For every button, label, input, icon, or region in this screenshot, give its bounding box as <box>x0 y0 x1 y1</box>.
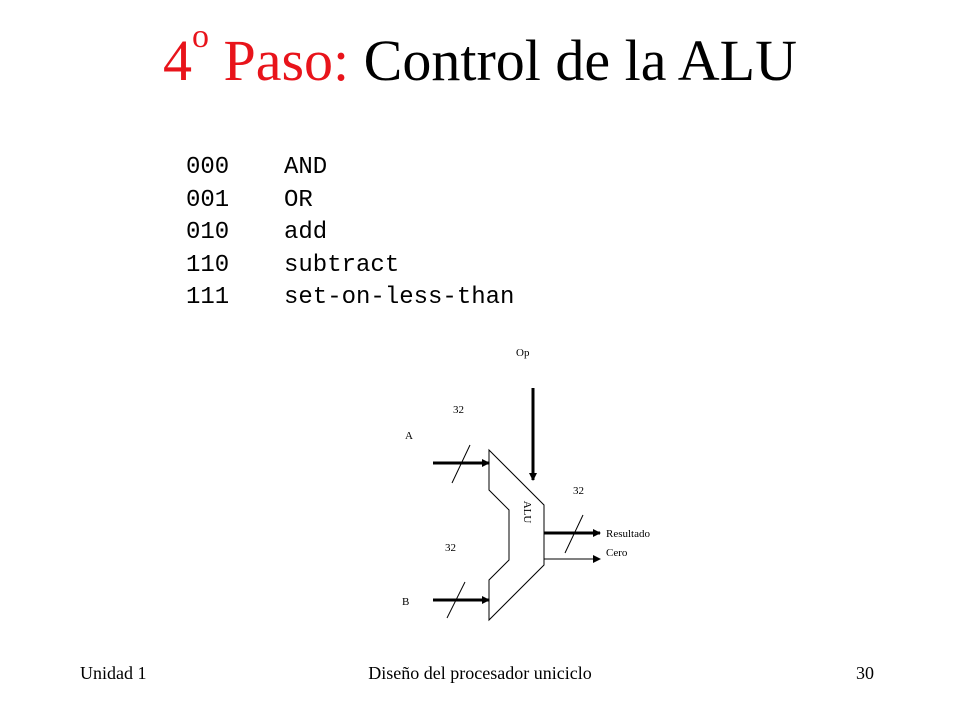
alu-block <box>488 448 545 622</box>
title-step-word: Paso: <box>223 28 350 93</box>
operation-name: AND <box>284 154 328 181</box>
operation-row: 010 add <box>186 217 514 250</box>
operation-code: 000 <box>186 154 230 181</box>
operation-name: OR <box>284 186 313 214</box>
footer-course-title: Diseño del procesador uniciclo <box>368 663 592 683</box>
input-b-label: B <box>402 596 409 608</box>
result-label: Resultado <box>606 528 650 540</box>
alu-label: ALU <box>521 501 533 524</box>
operation-row: 000 AND <box>186 152 514 185</box>
title-step-number: 4 <box>162 28 192 93</box>
operation-row: 110 subtract <box>186 250 514 283</box>
op-label: Op <box>516 347 530 359</box>
footer-page-number: 30 <box>856 663 874 683</box>
zero-label: Cero <box>606 547 628 559</box>
input-a-bus-slash <box>451 444 471 484</box>
operation-row: 111 set-on-less-than <box>186 282 514 315</box>
operation-code: 010 <box>186 219 230 246</box>
operation-code: 111 <box>186 284 230 311</box>
title-step: 4o Paso: <box>162 20 350 94</box>
output-width-label: 32 <box>573 485 584 497</box>
title-text: Control de la ALU <box>363 28 798 93</box>
operation-row: 001 OR <box>186 185 514 218</box>
operation-code: 001 <box>186 186 230 214</box>
title-step-superscript: o <box>191 18 209 55</box>
operation-name: set-on-less-than <box>284 284 515 311</box>
alu-operations-table: 000 AND 001 OR 010 add 110 subtract 111 set-o… <box>186 152 514 315</box>
input-a-width-label: 32 <box>453 404 464 416</box>
input-b-bus-slash <box>446 581 466 619</box>
input-a-label: A <box>405 430 413 442</box>
footer-unit: Unidad 1 <box>80 663 147 683</box>
result-bus-slash <box>564 514 584 554</box>
input-b-width-label: 32 <box>445 542 456 554</box>
operation-name: subtract <box>284 251 400 279</box>
slide-title: 4o Paso: Control de la ALU <box>0 20 960 96</box>
operation-name: add <box>284 219 328 246</box>
operation-code: 110 <box>186 251 230 279</box>
